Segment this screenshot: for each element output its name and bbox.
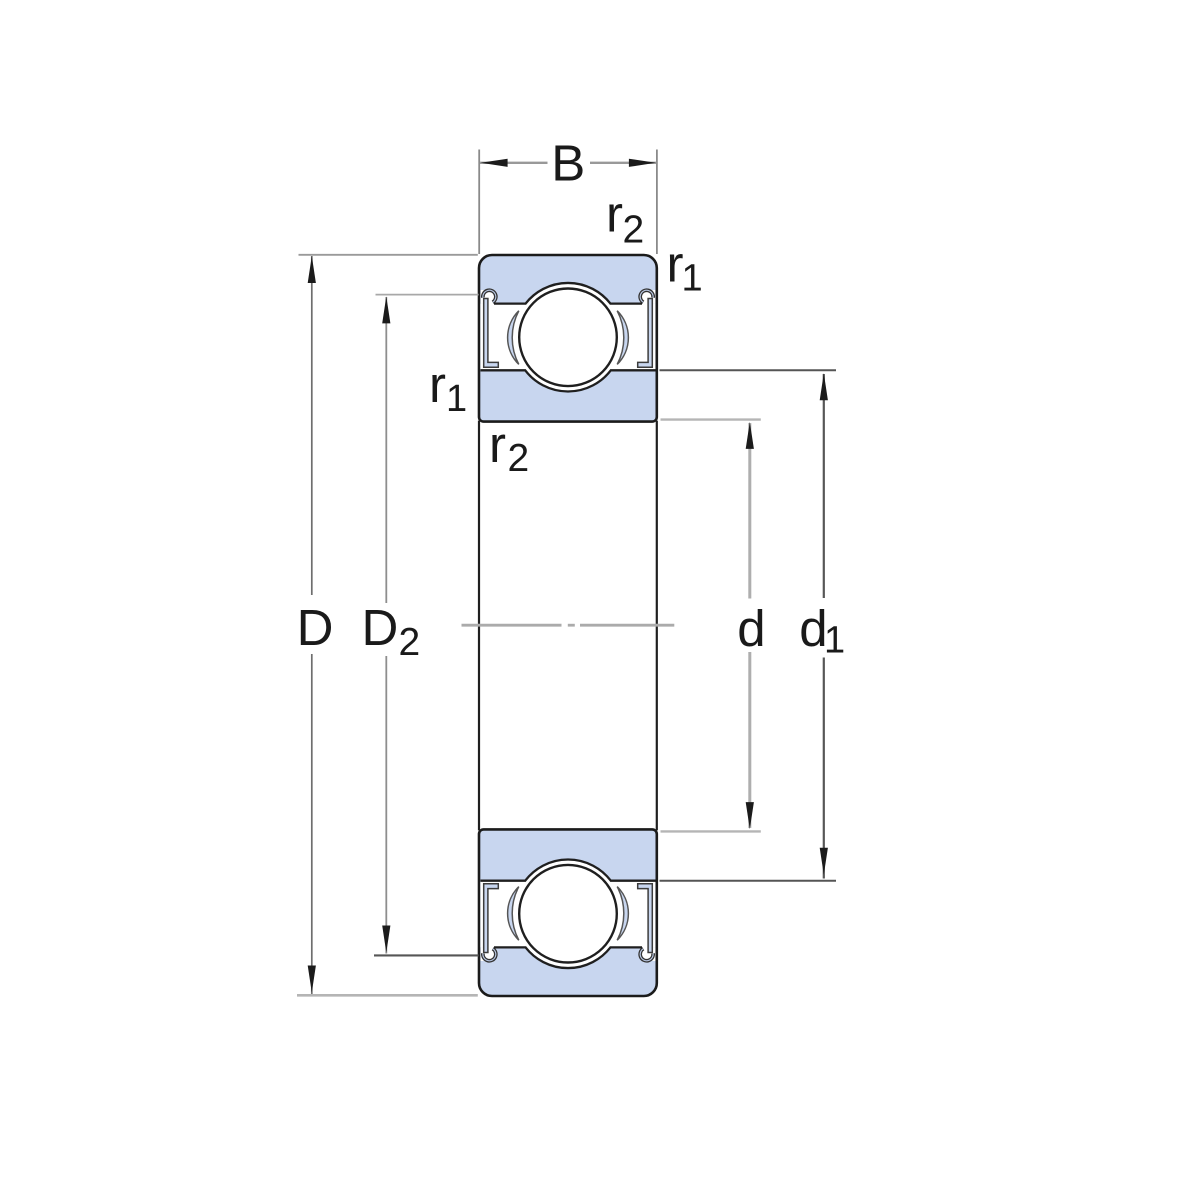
- svg-text:d: d: [799, 600, 827, 657]
- svg-text:2: 2: [508, 437, 530, 480]
- svg-text:r: r: [489, 416, 506, 473]
- svg-text:B: B: [551, 135, 585, 192]
- svg-text:1: 1: [682, 258, 703, 300]
- svg-text:2: 2: [399, 621, 421, 664]
- svg-text:d: d: [737, 600, 765, 657]
- svg-text:D: D: [297, 599, 334, 656]
- svg-text:D: D: [362, 599, 399, 656]
- svg-text:2: 2: [623, 209, 645, 252]
- svg-text:r: r: [606, 186, 623, 243]
- svg-text:1: 1: [446, 378, 467, 420]
- svg-text:r: r: [429, 356, 446, 413]
- svg-text:1: 1: [824, 620, 845, 662]
- svg-text:r: r: [667, 236, 684, 293]
